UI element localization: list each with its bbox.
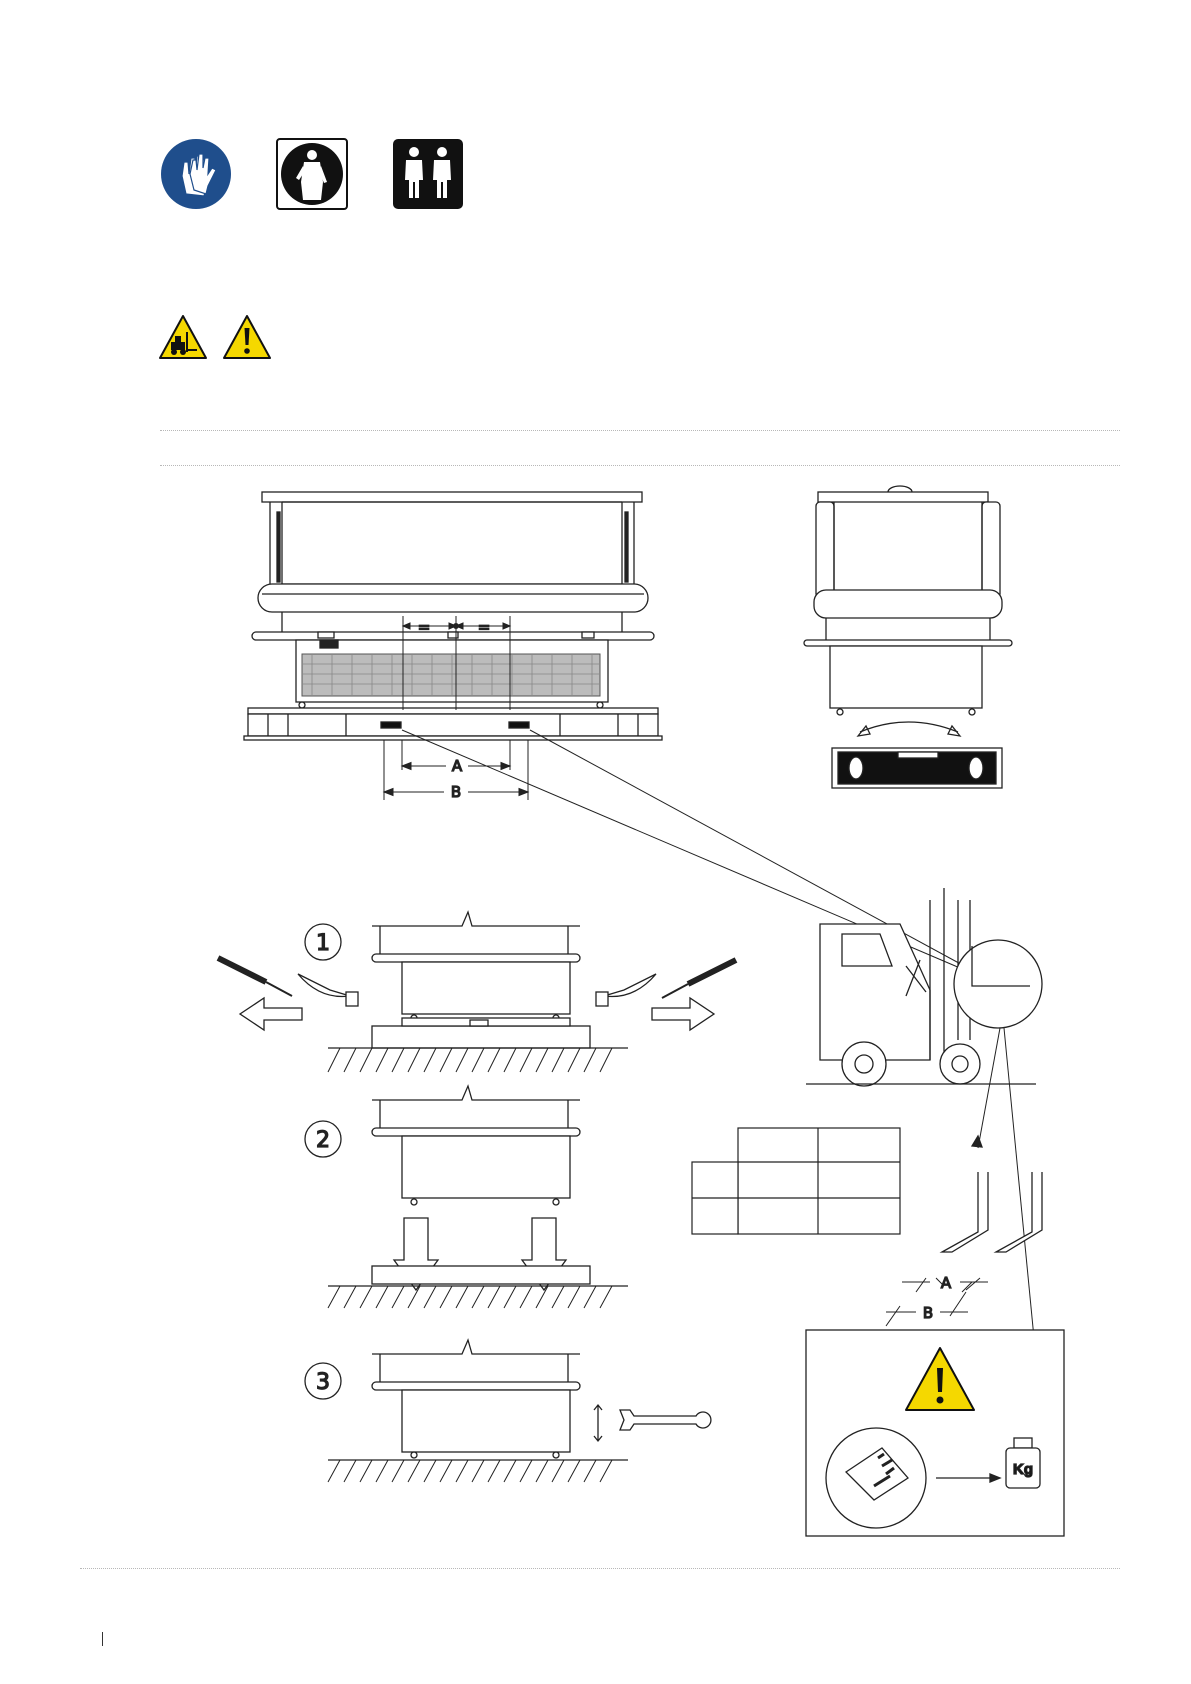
side-view-cabinet — [804, 486, 1012, 736]
step-2-diagram — [305, 1086, 628, 1308]
front-view-pallet — [244, 708, 662, 740]
step-number-1: 1 — [316, 931, 330, 956]
load-table — [692, 1128, 900, 1234]
dimension-b-forks: B — [923, 1304, 933, 1322]
step-1-diagram — [218, 912, 736, 1072]
equal-mark-right: = — [478, 618, 491, 636]
weight-kg-label: Kg — [1013, 1461, 1033, 1478]
step-number-2: 2 — [316, 1128, 330, 1153]
dimension-a-front: A — [452, 757, 463, 775]
spirit-level-icon — [832, 748, 1002, 788]
step-3-diagram — [305, 1340, 711, 1482]
step-number-3: 3 — [316, 1370, 330, 1395]
dimension-a-forks: A — [941, 1274, 952, 1292]
forks-detail — [886, 1172, 1042, 1326]
equal-mark-left: = — [418, 618, 431, 636]
weight-warning-box — [806, 1330, 1064, 1536]
dimension-b-front: B — [451, 783, 461, 801]
front-view-cabinet — [252, 492, 654, 708]
